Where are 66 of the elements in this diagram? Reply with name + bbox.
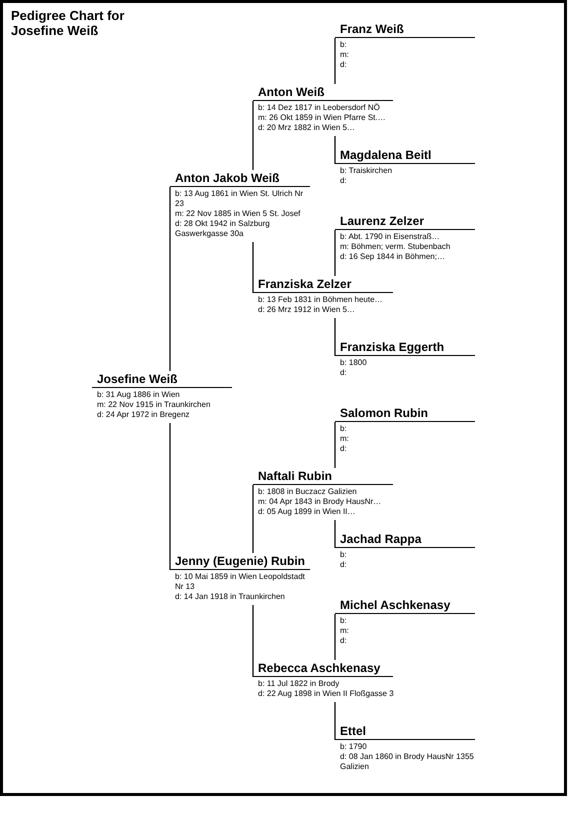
person-name: Franziska Eggerth [335,339,475,356]
detail-text: d: [340,60,348,70]
person-name: Jachad Rappa [335,531,475,548]
person-name: Anton Weiß [253,84,393,101]
person-name: Josefine Weiß [92,371,232,388]
detail-text: b: Abt. 1790 in Eisenstraß… [340,232,441,242]
detail-text: b: 1800 [340,358,368,368]
detail-text: b: 14 Dez 1817 in Leobersdorf NÖ [258,103,381,113]
person-name: Naftali Rubin [253,468,393,485]
detail-text: m: 22 Nov 1915 in Traunkirchen [97,400,212,410]
detail-text: d: 08 Jan 1860 in Brody HausNr 1355 Galizien [340,752,475,772]
detail-text: d: [340,444,348,454]
detail-text: m: [340,434,350,444]
connector-line [334,520,336,548]
connector-line [252,101,254,170]
person-name: Rebecca Aschkenasy [253,660,393,677]
detail-text: d: [340,636,348,646]
person-name: Salomon Rubin [335,405,475,422]
person-name: Franziska Zelzer [253,276,393,293]
person-name: Anton Jakob Weiß [170,170,310,187]
person-name: Laurenz Zelzer [335,213,475,230]
detail-text: m: 26 Okt 1859 in Wien Pfarre St.… [258,113,387,123]
person-name: Jenny (Eugenie) Rubin [170,553,310,570]
detail-text: m: 04 Apr 1843 in Brody HausNr… [258,497,382,507]
detail-text: m: Böhmen; verm. Stubenbach [340,242,452,252]
detail-text: d: 24 Apr 1972 in Bregenz [97,410,191,420]
connector-line [334,318,336,356]
chart-title: Pedigree Chart for Josefine Weiß [11,8,126,38]
connector-line [169,187,171,371]
connector-line [334,422,336,468]
detail-text: b: 1808 in Buczacz Galizien [258,487,358,497]
detail-text: d: 20 Mrz 1882 in Wien 5… [258,123,356,133]
detail-text: d: 28 Okt 1942 in Salzburg Gaswerkgasse 30a [175,219,271,239]
connector-line [252,242,254,293]
detail-text: b: Traiskirchen [340,166,394,176]
connector-line [334,230,336,276]
detail-text: b: 31 Aug 1886 in Wien [97,390,181,400]
detail-text: b: [340,424,348,434]
person-name: Franz Weiß [335,21,475,38]
detail-text: d: 26 Mrz 1912 in Wien 5… [258,305,356,315]
detail-text: b: 13 Feb 1831 in Böhmen heute… [258,295,384,305]
person-name: Michel Aschkenasy [335,597,475,614]
connector-line [252,605,254,677]
connector-line [334,702,336,740]
detail-text: d: [340,368,348,378]
detail-text: d: [340,560,348,570]
connector-line [169,423,171,570]
detail-text: d: [340,176,348,186]
connector-line [334,614,336,660]
detail-text: b: [340,550,348,560]
detail-text: d: 05 Aug 1899 in Wien II… [258,507,356,517]
detail-text: b: [340,40,348,50]
detail-text: m: [340,626,350,636]
connector-line [334,38,336,84]
person-name: Ettel [335,723,475,740]
connector-line [252,485,254,553]
detail-text: b: [340,616,348,626]
detail-text: d: 14 Jan 1918 in Traunkirchen [175,592,286,602]
detail-text: b: 11 Jul 1822 in Brody [258,679,340,689]
detail-text: d: 16 Sep 1844 in Böhmen;… [340,252,446,262]
detail-text: b: 1790 [340,742,368,752]
person-name: Magdalena Beitl [335,147,475,164]
detail-text: d: 22 Aug 1898 in Wien II Floßgasse 3 [258,689,395,699]
detail-text: m: 22 Nov 1885 in Wien 5 St. Josef [175,209,302,219]
connector-line [334,136,336,164]
detail-text: m: [340,50,350,60]
